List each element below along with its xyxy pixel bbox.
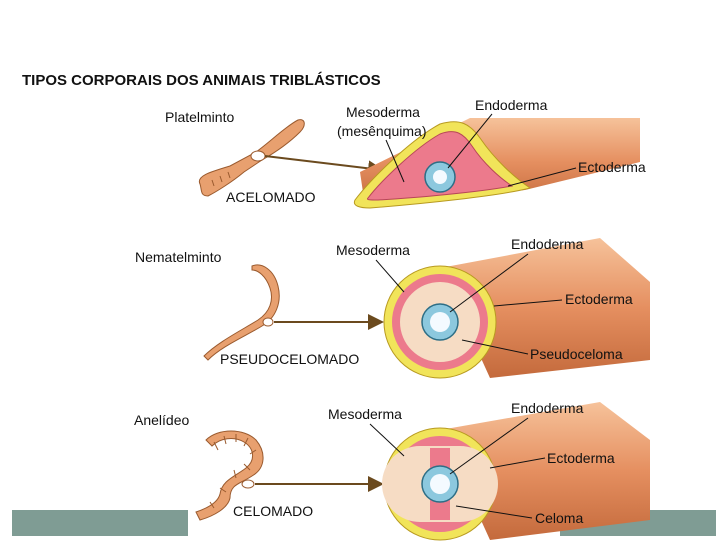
acelomado-cross-section xyxy=(353,118,640,209)
label-mesoderma-line1: Mesoderma xyxy=(346,104,420,120)
label-mesoderma-2: Mesoderma xyxy=(336,242,410,258)
animal-label-anelideo: Anelídeo xyxy=(134,412,189,428)
acelomado-section: Platelminto ACELOMADO Mesoderma (mesênqu… xyxy=(165,97,646,209)
animal-label-platelminto: Platelminto xyxy=(165,109,234,125)
flatworm-icon xyxy=(198,119,305,197)
type-label-celomado: CELOMADO xyxy=(233,503,313,519)
animal-label-nematelminto: Nematelminto xyxy=(135,249,222,265)
pseudocelomado-section: Nematelminto PSEUDOCELOMADO Mesoderma En… xyxy=(135,236,650,379)
label-mesoderma-3: Mesoderma xyxy=(328,406,402,422)
roundworm-icon xyxy=(203,264,280,361)
label-celoma: Celoma xyxy=(535,510,583,526)
pseudocelomado-cross-section xyxy=(383,238,650,379)
label-pseudoceloma: Pseudoceloma xyxy=(530,346,623,362)
label-ectoderma-1: Ectoderma xyxy=(578,159,646,175)
celomado-section: Anelídeo CELOMADO Mesoderma Endoderma Ec… xyxy=(134,400,650,541)
label-endoderma-2: Endoderma xyxy=(511,236,584,252)
label-endoderma-3: Endoderma xyxy=(511,400,584,416)
label-ectoderma-3: Ectoderma xyxy=(547,450,615,466)
label-mesoderma-line2: (mesênquima) xyxy=(337,123,426,139)
diagram-title: TIPOS CORPORAIS DOS ANIMAIS TRIBLÁSTICOS xyxy=(22,72,381,89)
celomado-cross-section xyxy=(382,402,650,541)
type-label-acelomado: ACELOMADO xyxy=(226,189,316,205)
label-endoderma-1: Endoderma xyxy=(475,97,548,113)
type-label-pseudocelomado: PSEUDOCELOMADO xyxy=(220,351,359,367)
earthworm-icon xyxy=(195,430,264,521)
label-ectoderma-2: Ectoderma xyxy=(565,291,633,307)
footer-band-left xyxy=(12,510,188,536)
arrow-acelomado xyxy=(264,155,384,177)
